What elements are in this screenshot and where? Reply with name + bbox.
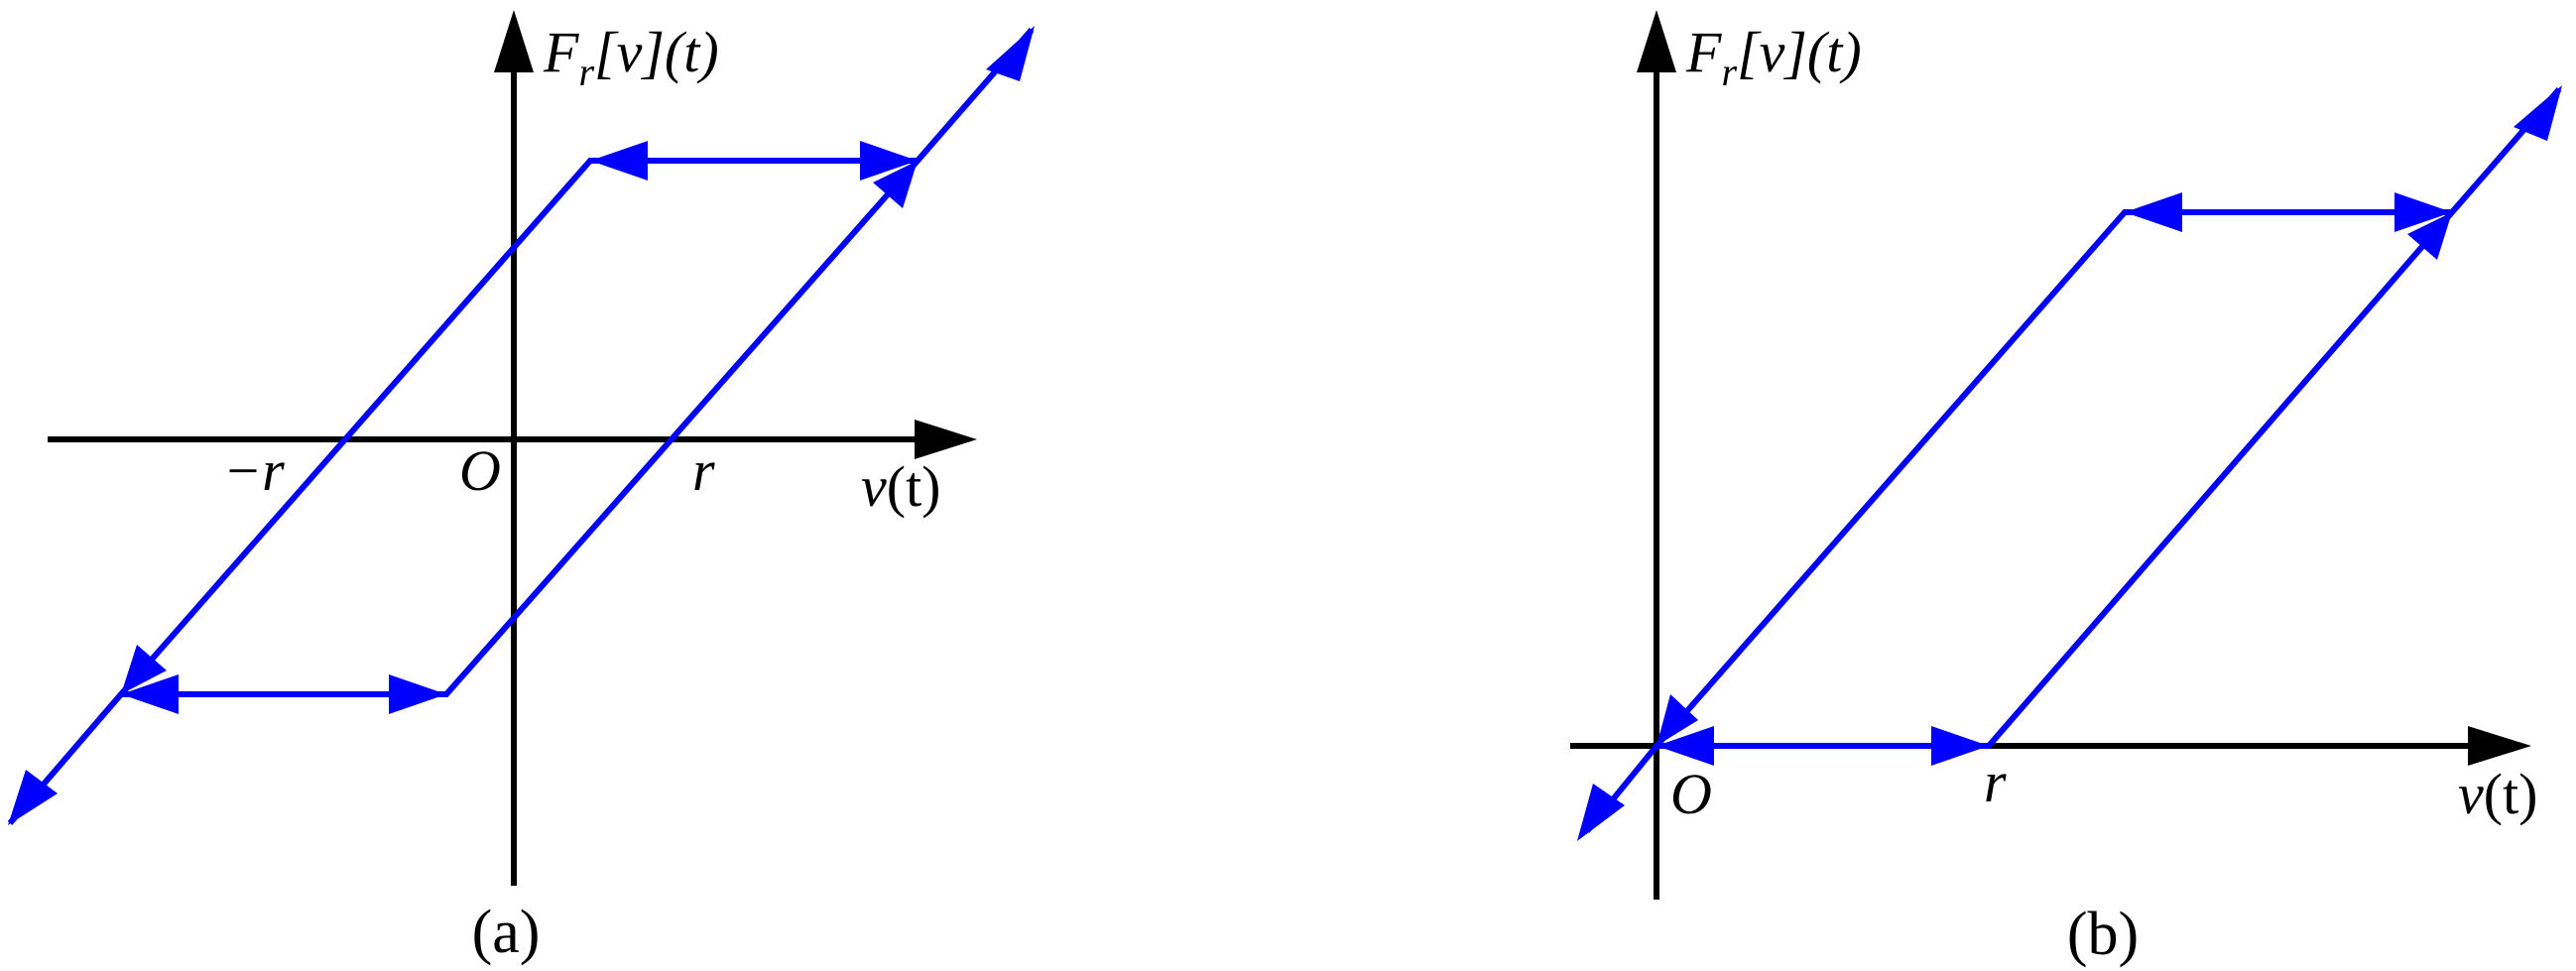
panel-b-upper-branch [1656, 87, 2562, 749]
panel-a-y-axis-arrow [494, 10, 534, 72]
panel-b-y-axis-arrow [1637, 10, 1676, 72]
panel-b-y-axis-label: Fr[v](t) [1685, 20, 1862, 94]
panel-b-origin-label: O [1670, 762, 1712, 826]
panel-a-caption: (a) [472, 899, 541, 966]
panel-a-lower-branch [7, 158, 918, 825]
panel-a-tick-neg-r: −r [223, 438, 285, 503]
panel-b-arrow-rise-right [2407, 212, 2452, 260]
panel-a-arrow-top-left [590, 141, 648, 181]
panel-b-arrow-top-right [2394, 192, 2452, 232]
panel-b-arrow-fall-left [1656, 694, 1698, 746]
panel-a-origin-label: O [459, 438, 501, 503]
panel-b-x-axis-label: v(t) [2458, 762, 2538, 826]
panel-a-arrow-bottom-right [389, 674, 446, 714]
panel-a-x-axis-arrow [915, 420, 977, 459]
panel-b-arrow-top-right-tip [2514, 85, 2562, 141]
panel-a-arrow-bottom-left-tip [8, 770, 58, 825]
panel-b-caption: (b) [2067, 901, 2139, 968]
panel-a-arrow-top-right [860, 141, 918, 181]
panel-b-arrow-top-left [2125, 192, 2182, 232]
panel-a-arrow-bottom-left [121, 674, 179, 714]
panel-a-arrow-rise-right [873, 161, 918, 208]
panel-a-arrow-top-right-tip [986, 26, 1035, 81]
panel-a-x-axis-label: v(t) [861, 454, 941, 519]
panel-b-arrow-bottom-left [1656, 726, 1714, 766]
panel-b-lower-branch [1584, 209, 2452, 833]
panel-b: Fr[v](t) v(t) O r (b) [1570, 10, 2562, 968]
panel-a-tick-r: r [692, 438, 715, 503]
panel-b-tick-r: r [1984, 750, 2007, 814]
panel-b-arrow-bottom-left-tip [1577, 784, 1625, 841]
panel-b-arrow-bottom-right [1931, 726, 1989, 766]
panel-a-y-axis-label: Fr[v](t) [543, 20, 719, 94]
panel-a-arrow-fall-left [121, 645, 167, 694]
panel-a: Fr[v](t) v(t) O −r r (a) [7, 10, 1035, 966]
panel-a-upper-branch [121, 28, 1035, 697]
panel-b-x-axis-arrow [2468, 726, 2531, 766]
